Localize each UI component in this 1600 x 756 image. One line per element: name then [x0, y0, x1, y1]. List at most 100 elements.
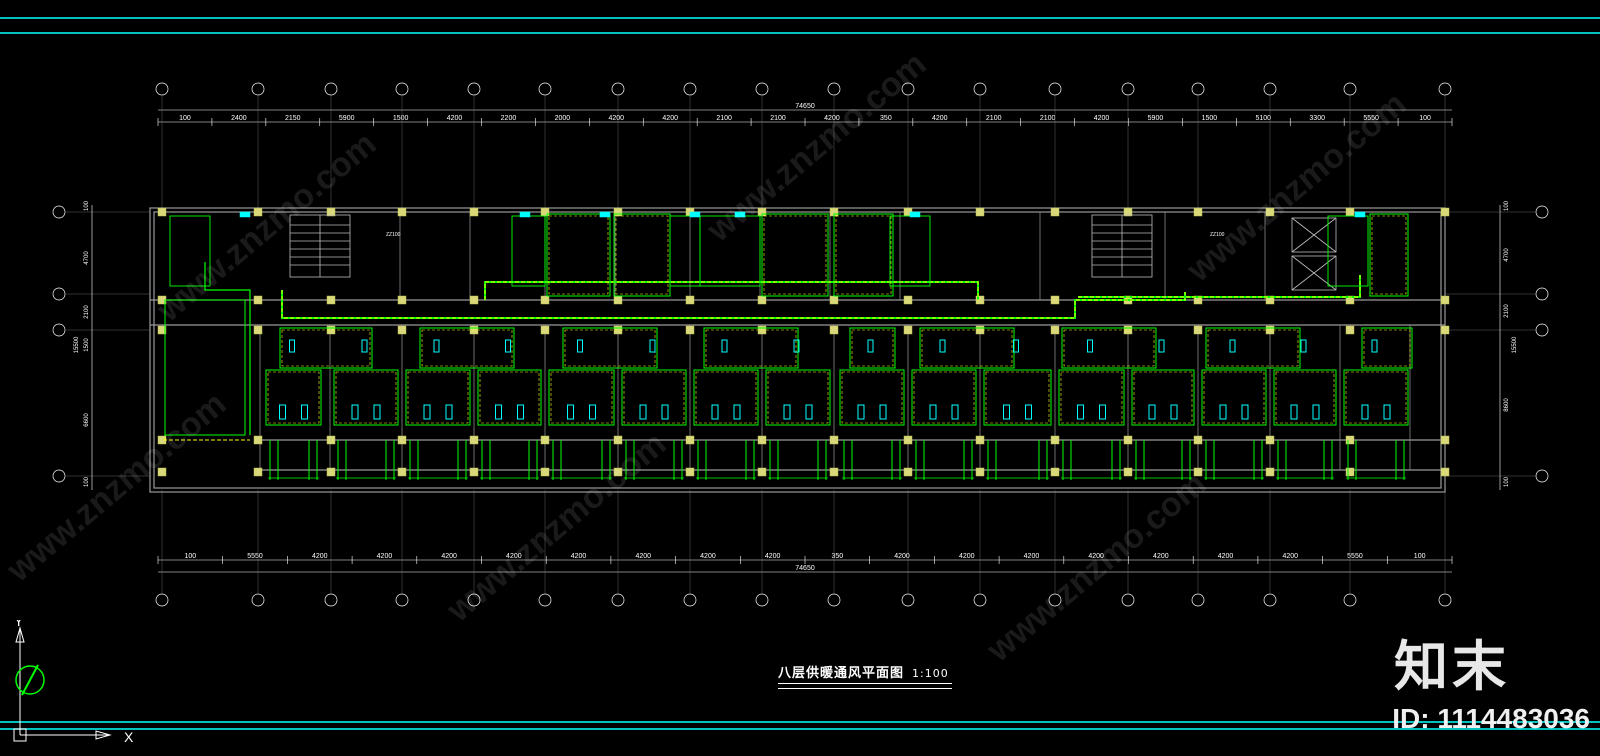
- column: [1123, 207, 1133, 217]
- dim-label: 2100: [1040, 115, 1056, 122]
- wet-room-loop: [511, 215, 546, 287]
- column: [1123, 467, 1133, 477]
- exhaust-fan: [1371, 339, 1378, 353]
- fan-coil: [279, 404, 286, 420]
- column: [397, 207, 407, 217]
- column: [469, 467, 479, 477]
- column: [1345, 325, 1355, 335]
- dim-label: 100: [185, 553, 197, 560]
- axis-bubble-bottom: [538, 593, 552, 607]
- exhaust-fan: [1229, 339, 1236, 353]
- bathroom-duct: [851, 329, 894, 367]
- ucs-y-label: Y: [14, 620, 24, 629]
- fan-coil: [445, 404, 453, 420]
- column: [975, 207, 985, 217]
- exhaust-fan: [939, 339, 946, 353]
- room-heating-loop: [621, 369, 687, 426]
- axis-bubble-bottom: [251, 593, 265, 607]
- axis-bubble-bottom: [611, 593, 625, 607]
- dim-label: 2000: [555, 115, 571, 122]
- room-duct-loop: [767, 371, 829, 424]
- dim-label: 4200: [894, 553, 910, 560]
- column: [975, 435, 985, 445]
- upper-room-duct: [548, 215, 609, 295]
- column: [1440, 325, 1450, 335]
- column: [1265, 435, 1275, 445]
- side-dimension-lines: 1004700210015001550066001001004700210015…: [74, 200, 1518, 490]
- dim-label: 5550: [1363, 115, 1379, 122]
- right-dim-label: 4700: [1504, 248, 1510, 262]
- room-duct-loop: [1133, 371, 1193, 424]
- upper-room-loop: [833, 213, 894, 297]
- exhaust-fan: [1300, 339, 1307, 353]
- room-duct-loop: [550, 371, 613, 424]
- structural-columns: [157, 207, 1450, 477]
- upper-room-duct: [835, 215, 892, 295]
- axis-bubble-bottom: [683, 593, 697, 607]
- dim-label: 1500: [393, 115, 409, 122]
- dim-label: 2100: [716, 115, 732, 122]
- room-duct-loop: [267, 371, 320, 424]
- column: [685, 467, 695, 477]
- wet-room-loop: [169, 215, 211, 287]
- stair-room-label-right: ZZ100: [1210, 232, 1225, 238]
- column: [829, 467, 839, 477]
- left-dim-label: 100: [84, 476, 90, 487]
- exhaust-fan: [1158, 339, 1165, 353]
- room-duct-loop: [695, 371, 757, 424]
- room-duct-loop: [1275, 371, 1335, 424]
- dim-label: 5100: [1256, 115, 1272, 122]
- fan-coil: [495, 404, 502, 420]
- bathroom-loop: [919, 327, 1015, 369]
- fan-coil: [1099, 404, 1106, 420]
- column: [1440, 435, 1450, 445]
- column: [540, 325, 550, 335]
- column: [613, 295, 623, 305]
- fan-coil: [1025, 404, 1032, 420]
- exhaust-fan: [361, 339, 368, 353]
- stairwell-right: [1091, 214, 1153, 278]
- room-heating-loop: [1343, 369, 1409, 426]
- fan-coil: [1219, 404, 1227, 420]
- column: [253, 295, 263, 305]
- column: [1345, 467, 1355, 477]
- upper-room-duct: [1371, 215, 1407, 295]
- room-duct-loop: [985, 371, 1050, 424]
- column: [685, 325, 695, 335]
- column: [903, 435, 913, 445]
- dim-label: 4200: [1088, 553, 1104, 560]
- room-duct-loop: [479, 371, 540, 424]
- room-duct-loop: [913, 371, 975, 424]
- column: [685, 435, 695, 445]
- fan-coil: [1077, 404, 1084, 420]
- room-heating-loop: [1201, 369, 1267, 426]
- right-dim-label: 100: [1504, 476, 1510, 487]
- exhaust-fan: [289, 339, 295, 353]
- bathroom-loop: [1205, 327, 1301, 369]
- fan-coil: [1241, 404, 1249, 420]
- column: [253, 207, 263, 217]
- column: [540, 435, 550, 445]
- column: [975, 295, 985, 305]
- left-dim-label: 6600: [84, 413, 90, 427]
- dim-label: 4200: [959, 553, 975, 560]
- dim-total-label: 74650: [795, 565, 815, 572]
- dim-label: 350: [832, 553, 844, 560]
- dim-label: 4200: [635, 553, 651, 560]
- bathroom-duct: [1207, 329, 1299, 367]
- column: [1440, 467, 1450, 477]
- dim-label: 4200: [441, 553, 457, 560]
- column: [685, 295, 695, 305]
- right-dim-label: 100: [1504, 200, 1510, 211]
- exhaust-fan: [505, 339, 511, 353]
- column: [326, 467, 336, 477]
- fan-coil: [733, 404, 741, 420]
- axis-bubble-bottom: [1438, 593, 1452, 607]
- room-duct-loop: [1345, 371, 1407, 424]
- column: [1440, 295, 1450, 305]
- axis-bubble-bottom: [1191, 593, 1205, 607]
- exhaust-fan: [793, 339, 800, 353]
- fan-coil: [301, 404, 308, 420]
- fan-coil: [517, 404, 524, 420]
- upper-room-duct: [763, 215, 827, 295]
